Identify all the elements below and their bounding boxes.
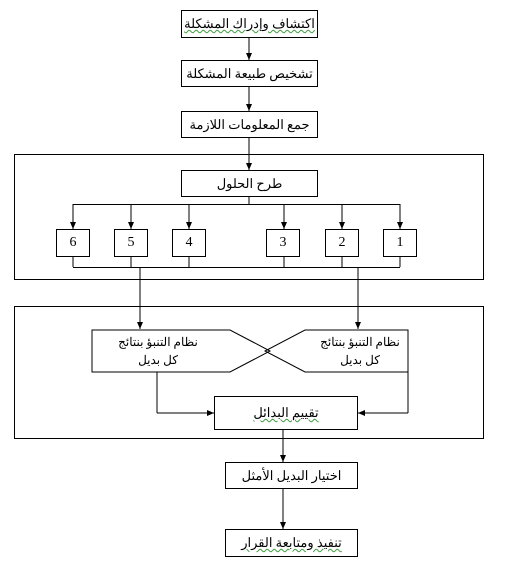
prediction-left-line1: نظام التنبؤ بنتائج [118, 335, 198, 349]
step-diagnose-problem-label: تشخيص طبيعة المشكلة [186, 65, 313, 81]
prediction-shape-right [263, 329, 409, 373]
solution-box-2: 2 [325, 229, 359, 257]
prediction-right-line1: نظام التنبؤ بنتائج [320, 335, 400, 349]
step-discover-problem: اكتشاف وإدراك المشكلة [181, 10, 318, 38]
step-implement-decision: تنفيذ ومتابعة القرار [225, 529, 358, 557]
solution-label-2: 2 [338, 235, 346, 250]
step-choose-best-label: اختيار البديل الأمثل [241, 467, 342, 483]
step-diagnose-problem: تشخيص طبيعة المشكلة [181, 60, 318, 87]
step-gather-information-label: جمع المعلومات اللازمة [189, 116, 310, 132]
solution-label-1: 1 [396, 235, 404, 250]
solution-box-6: 6 [56, 229, 90, 257]
step-evaluate-alternatives: تقييم البدائل [214, 396, 358, 430]
solution-label-3: 3 [279, 235, 287, 250]
prediction-right-line2: كل بديل [340, 353, 380, 367]
step-propose-solutions: طرح الحلول [181, 170, 318, 197]
step-implement-decision-label: تنفيذ ومتابعة القرار [241, 535, 342, 550]
prediction-right-text: نظام التنبؤ بنتائج كل بديل [300, 333, 420, 369]
step-evaluate-alternatives-label: تقييم البدائل [253, 405, 319, 420]
step-discover-problem-label: اكتشاف وإدراك المشكلة [184, 16, 315, 31]
prediction-left-line2: كل بديل [138, 353, 178, 367]
solution-label-4: 4 [185, 235, 193, 250]
step-gather-information: جمع المعلومات اللازمة [181, 111, 318, 138]
solution-label-6: 6 [69, 235, 77, 250]
prediction-shape-left [91, 329, 272, 373]
solution-label-5: 5 [127, 235, 135, 250]
solution-box-1: 1 [383, 229, 417, 257]
evaluation-container [14, 306, 484, 439]
step-choose-best: اختيار البديل الأمثل [225, 462, 358, 489]
solution-box-4: 4 [172, 229, 206, 257]
solution-box-5: 5 [114, 229, 148, 257]
solution-box-3: 3 [266, 229, 300, 257]
prediction-left-text: نظام التنبؤ بنتائج كل بديل [98, 333, 218, 369]
step-propose-solutions-label: طرح الحلول [216, 175, 283, 191]
